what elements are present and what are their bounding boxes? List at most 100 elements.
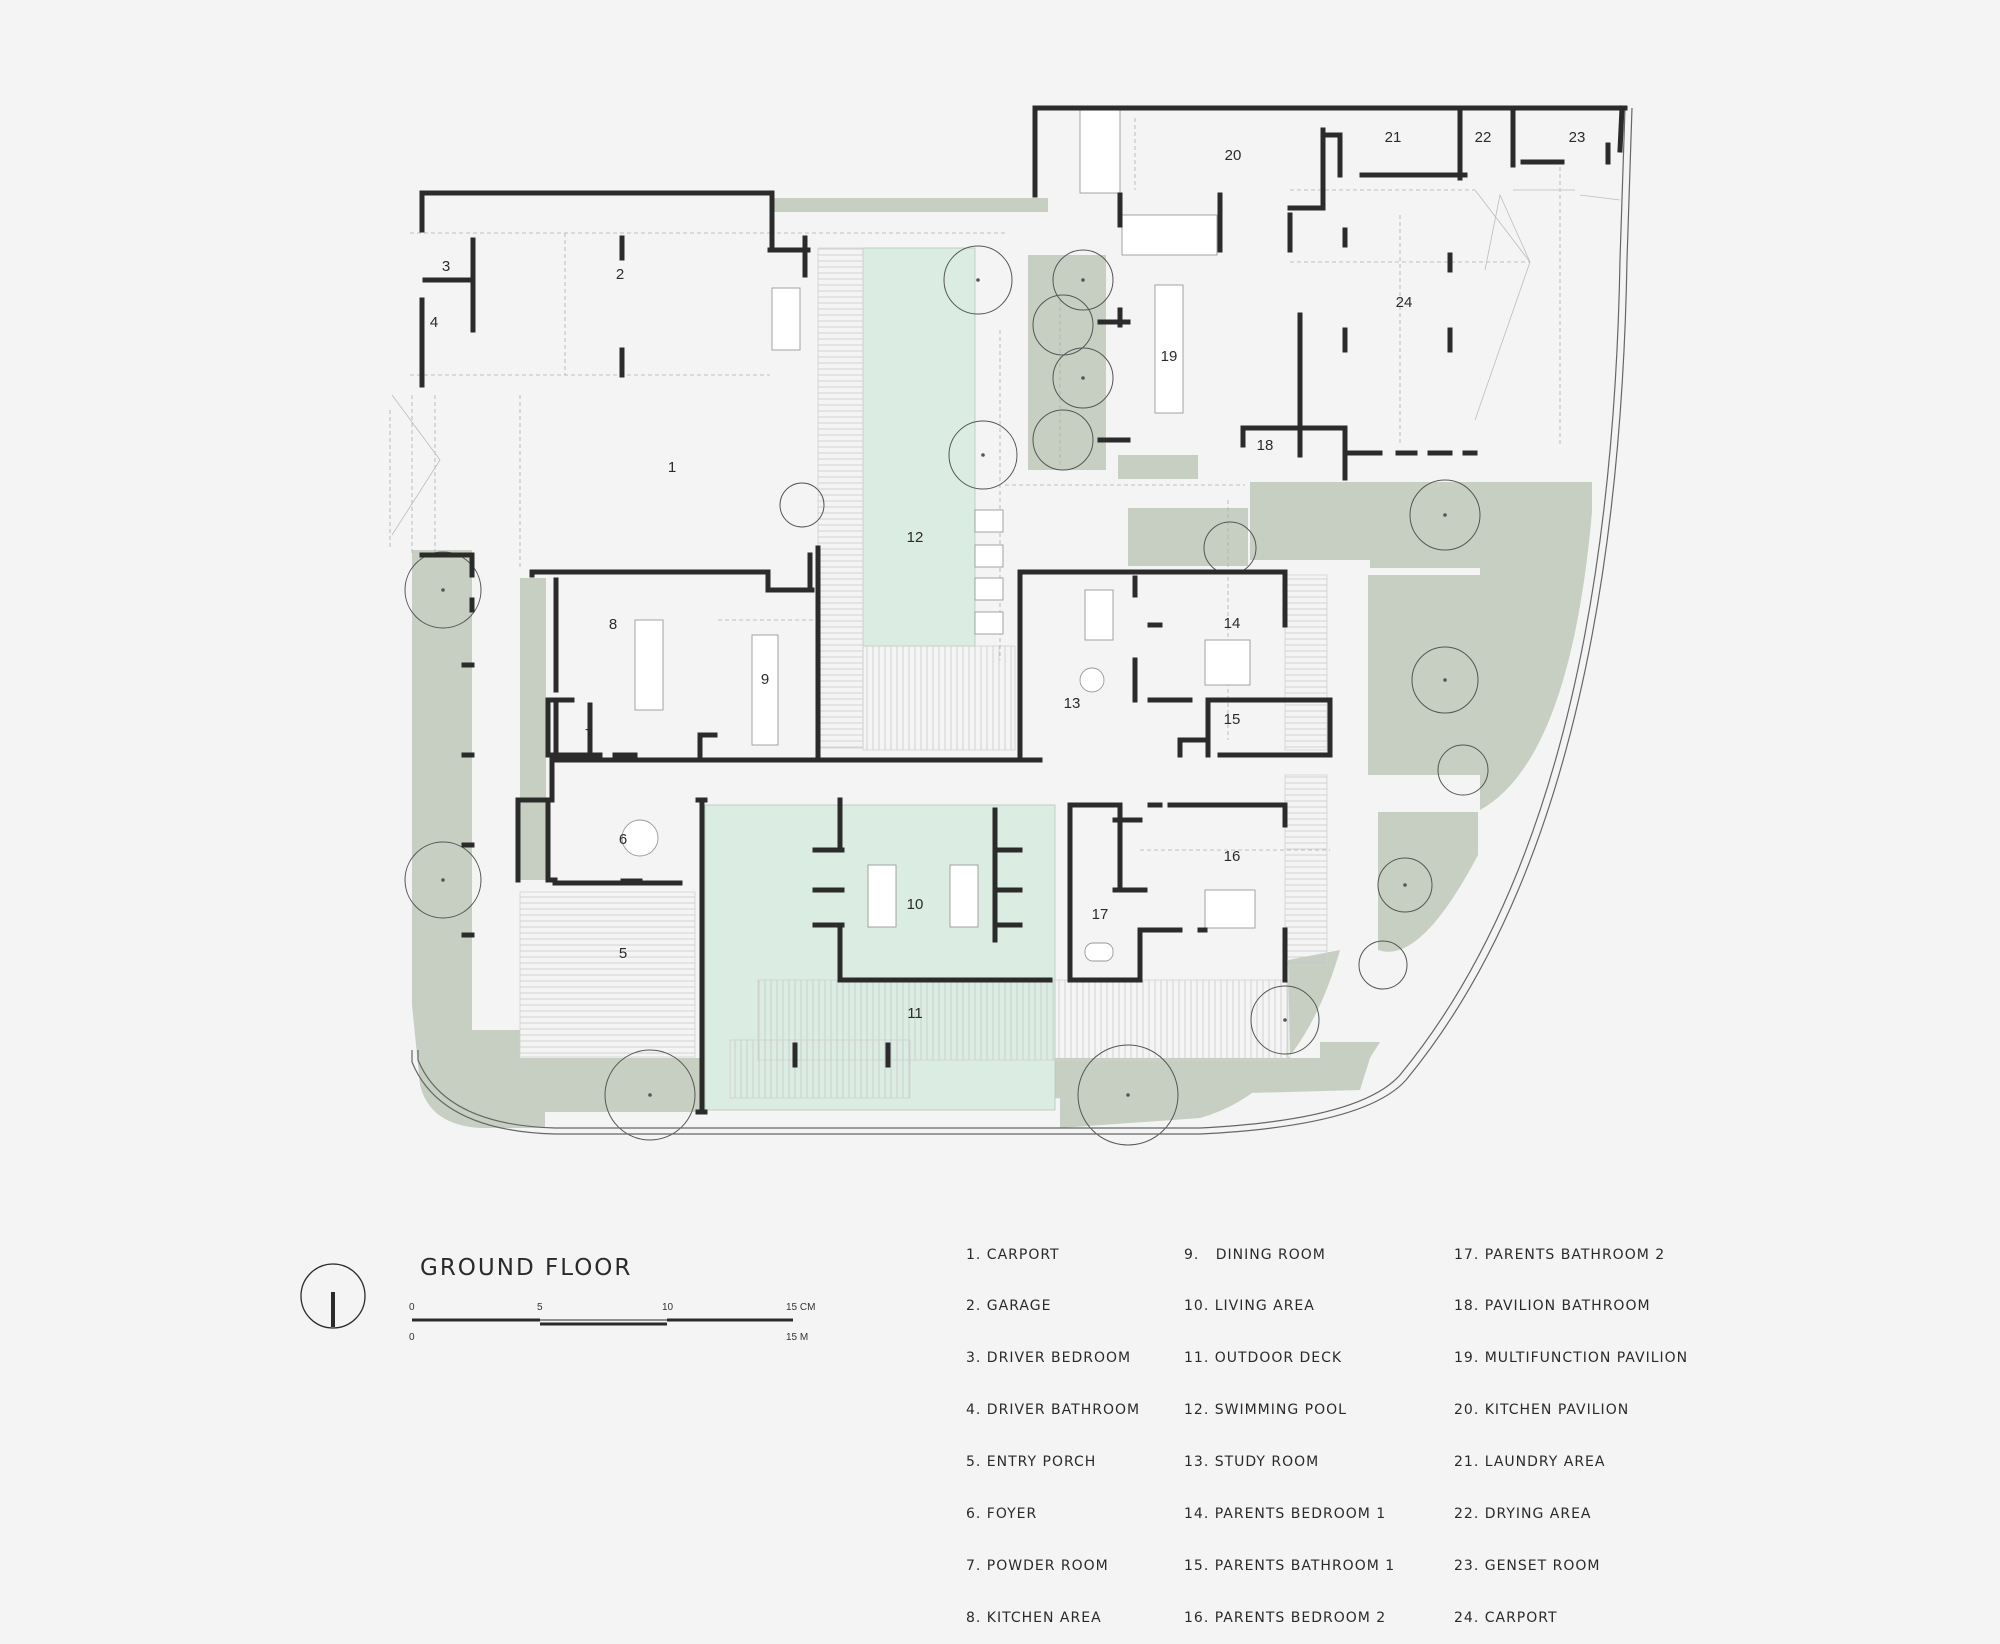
garden-strip-inner-west [520, 578, 546, 880]
legend-item: 11. OUTDOOR DECK [1184, 1350, 1343, 1367]
room-number: 4 [430, 314, 438, 331]
room-number: 5 [619, 945, 627, 962]
study-desk [1084, 589, 1114, 641]
legend-item: 2. GARAGE [966, 1298, 1052, 1315]
room-number: 18 [1257, 437, 1274, 454]
bed-14 [1204, 639, 1251, 686]
room-number: 13 [1064, 695, 1081, 712]
legend-item: 21. LAUNDRY AREA [1454, 1454, 1606, 1471]
deck-east-bedroom [1284, 574, 1328, 751]
tree [1377, 857, 1433, 913]
pavilion-counter [1121, 214, 1218, 256]
room-number: 23 [1569, 129, 1586, 146]
legend-item: 12. SWIMMING POOL [1184, 1402, 1347, 1419]
deck-pool-south [862, 645, 1016, 751]
room-number: 6 [619, 831, 627, 848]
legend-item: 23. GENSET ROOM [1454, 1557, 1601, 1574]
legend-column-2: 9. DINING ROOM 10. LIVING AREA 11. OUTDO… [1184, 1212, 1395, 1644]
legend-item: 17. PARENTS BATHROOM 2 [1454, 1246, 1666, 1263]
garden-east-lower [1378, 812, 1478, 952]
room-number: 24 [1396, 294, 1413, 311]
swimming-pool [862, 247, 976, 647]
bed-16 [1204, 889, 1256, 929]
legend-item: 20. KITCHEN PAVILION [1454, 1402, 1630, 1419]
tree [404, 841, 482, 919]
room-number: 16 [1224, 848, 1241, 865]
legend-item: 10. LIVING AREA [1184, 1298, 1315, 1315]
room-number: 3 [442, 258, 450, 275]
legend-item: 24. CARPORT [1454, 1609, 1558, 1626]
garden-south-west [412, 1005, 702, 1128]
room-number: 8 [609, 616, 617, 633]
garden-south-east [1045, 1042, 1380, 1058]
deck-pool-south-strip [729, 1039, 911, 1099]
furniture [621, 107, 1256, 962]
legend-column-1: 1. CARPORT 2. GARAGE 3. DRIVER BEDROOM 4… [966, 1212, 1140, 1644]
deck-entry-porch [519, 891, 696, 1058]
walls [419, 105, 1628, 1115]
scale-label: 10 [662, 1302, 674, 1313]
tree [404, 551, 482, 629]
tree [779, 482, 825, 528]
kitchen-island [634, 619, 664, 711]
legend-item: 4. DRIVER BATHROOM [966, 1402, 1141, 1419]
north-arrow-icon [300, 1263, 366, 1329]
legend-item: 6. FOYER [966, 1506, 1038, 1523]
tree [1411, 646, 1479, 714]
legend-item: 5. ENTRY PORCH [966, 1454, 1097, 1471]
deck-pool-west [817, 247, 864, 749]
garden-east-large [1250, 482, 1592, 810]
room-number: 22 [1475, 129, 1492, 146]
legend-item: 22. DRYING AREA [1454, 1506, 1592, 1523]
stair-upper [1079, 107, 1121, 194]
room-number: 9 [761, 671, 769, 688]
scale-label: 5 [537, 1302, 543, 1313]
room-number: 15 [1224, 711, 1241, 728]
pool-lounger [974, 577, 1004, 601]
legend-item: 7. POWDER ROOM [966, 1557, 1109, 1574]
tree [1409, 479, 1481, 551]
tree-centers [441, 278, 1447, 1097]
dining-table-main [1154, 284, 1184, 414]
floor-plan: 1 2 3 4 5 6 7 8 9 10 11 12 13 14 15 16 1… [300, 105, 1633, 1343]
study-chair [1079, 667, 1105, 693]
garden-east-upper [1368, 575, 1480, 775]
legend-item: 8. KITCHEN AREA [966, 1609, 1102, 1626]
tree [1358, 940, 1408, 990]
tree [604, 1049, 696, 1141]
tree [1250, 985, 1320, 1055]
tree [943, 245, 1013, 315]
legend-item: 1. CARPORT [966, 1246, 1060, 1263]
garden-pavilion-front [1118, 455, 1198, 479]
deck-areas [519, 247, 1328, 1099]
room-number: 20 [1225, 147, 1242, 164]
dining-table-9 [751, 634, 779, 746]
room-number: 1 [668, 459, 676, 476]
garden-north-strip [773, 198, 1048, 212]
garden-south-curve [1060, 950, 1340, 1128]
scale-label: 0 [409, 1332, 415, 1343]
room-labels: 1 2 3 4 5 6 7 8 9 10 11 12 13 14 15 16 1… [430, 129, 1586, 1022]
legend-item: 3. DRIVER BEDROOM [966, 1350, 1132, 1367]
garden-east-lawn [1128, 508, 1248, 566]
stair [771, 287, 801, 351]
room-number: 14 [1224, 615, 1241, 632]
room-number: 19 [1161, 348, 1178, 365]
legend-item: 9. DINING ROOM [1184, 1246, 1326, 1263]
legend-item: 16. PARENTS BEDROOM 2 [1184, 1609, 1387, 1626]
room-number: 10 [907, 896, 924, 913]
legend-item: 18. PAVILION BATHROOM [1454, 1298, 1651, 1315]
pool-lounger [974, 611, 1004, 635]
legend-item: 19. MULTIFUNCTION PAVILION [1454, 1350, 1689, 1367]
tree [1052, 347, 1114, 409]
scale-bar: 0 5 10 15 CM 0 15 M [409, 1302, 815, 1343]
thin-lines [389, 118, 1561, 851]
garden-courtyard [1028, 255, 1106, 470]
room-number: 12 [907, 529, 924, 546]
tree [1437, 744, 1489, 796]
deck-east-bedroom-2 [1284, 774, 1328, 966]
pool-lounger [974, 509, 1004, 533]
room-number: 21 [1385, 129, 1402, 146]
tree [948, 420, 1018, 490]
tree [1077, 1044, 1179, 1146]
